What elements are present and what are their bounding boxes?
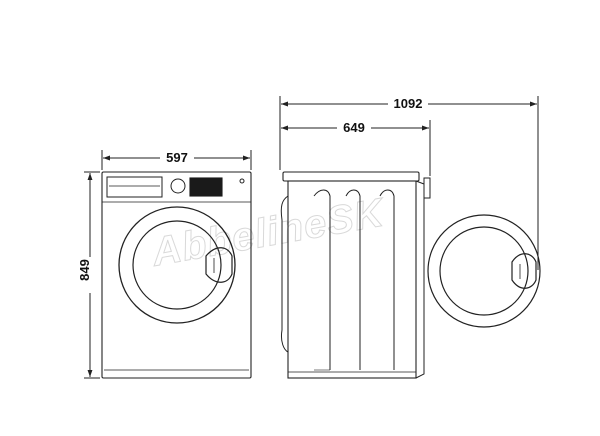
detergent-drawer: [106, 176, 163, 198]
width-label: 597: [166, 150, 188, 165]
program-knob: [170, 178, 186, 194]
side-cabinet: [287, 180, 417, 379]
watermark: AbbelineSK: [148, 190, 390, 275]
open-door-handle: [511, 253, 537, 289]
open-door-glass: [439, 226, 529, 316]
side-top-panel: [282, 171, 420, 182]
side-front-edge: [415, 180, 425, 379]
door-ring-outer: [118, 206, 236, 324]
total-depth-label: 1092: [394, 96, 423, 111]
power-button: [239, 178, 245, 184]
front-cabinet: [101, 171, 252, 379]
open-door: [427, 214, 541, 328]
side-door-hinge: [423, 177, 431, 199]
door-glass: [132, 220, 222, 310]
front-view: [101, 171, 252, 379]
height-label: 849: [77, 259, 92, 281]
side-rib-3: [379, 189, 395, 370]
side-back-bump: [280, 195, 289, 353]
side-rib-1: [313, 189, 331, 370]
open-door-outer-ring: [427, 214, 541, 328]
side-view: [280, 171, 431, 379]
display-panel: [189, 177, 223, 197]
door-handle: [205, 247, 233, 283]
side-rib-2: [345, 189, 361, 370]
depth-label: 649: [343, 120, 365, 135]
